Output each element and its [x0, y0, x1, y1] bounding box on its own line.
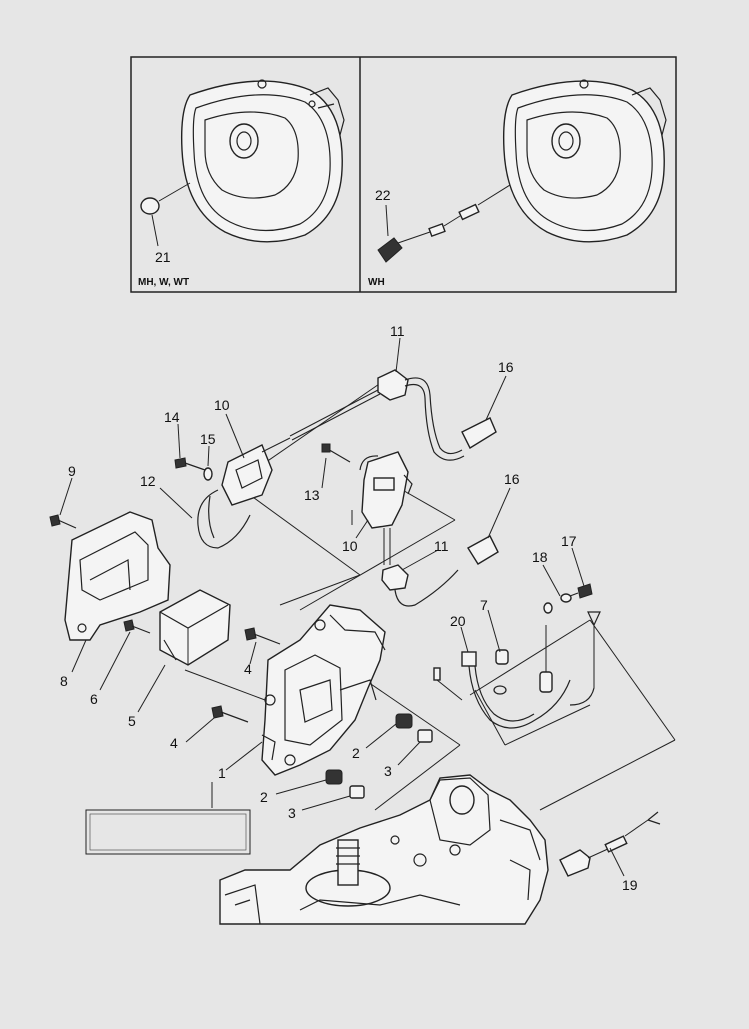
callout-16-lower: 16 [504, 471, 520, 487]
callout-1: 1 [218, 765, 226, 781]
part-11-cord-upper [289, 369, 497, 461]
callout-12: 12 [140, 473, 156, 489]
callout-6: 6 [90, 691, 98, 707]
part-7-wire-harness [433, 602, 601, 729]
part-6-bolt [123, 619, 151, 634]
part-5-rectifier [159, 589, 231, 666]
callout-8: 8 [60, 673, 68, 689]
callout-numbers: 11 16 10 14 15 9 12 13 10 11 16 17 18 7 … [60, 323, 638, 893]
callout-leaders [59, 337, 625, 877]
part-4-bolt-upper [244, 627, 281, 645]
callout-11-lower: 11 [434, 538, 449, 554]
callout-10-lower: 10 [342, 538, 358, 554]
inset-frame [130, 56, 677, 293]
main-exploded-view: 11 16 10 14 15 9 12 13 10 11 16 17 18 7 … [49, 323, 676, 925]
callout-19: 19 [622, 877, 638, 893]
callout-7: 7 [480, 597, 488, 613]
part-11-cord-lower [381, 535, 499, 607]
part-16-cap-upper [461, 417, 497, 449]
part-8-bracket [64, 511, 171, 641]
part-17-bolt [569, 583, 593, 599]
note-box-inner [89, 813, 247, 851]
part-16-cap-lower [467, 535, 499, 565]
part-14-bolt [174, 457, 213, 481]
part-21-plug [140, 197, 160, 215]
note-box [85, 809, 251, 855]
part-15-washer [203, 467, 213, 481]
part-20-connector [461, 651, 477, 667]
callout-5: 5 [128, 713, 136, 729]
callout-13: 13 [304, 487, 320, 503]
callout-11-upper: 11 [390, 323, 405, 339]
callout-17: 17 [561, 533, 577, 549]
part-2-grommet-upper [395, 713, 413, 729]
part-18-washer [560, 593, 572, 603]
part-1-cdi-unit [261, 604, 386, 776]
part-10-ignition-coil-upper [197, 437, 291, 549]
callout-10-upper: 10 [214, 397, 230, 413]
callout-20: 20 [450, 613, 466, 629]
callout-2-lower: 2 [260, 789, 268, 805]
part-22-sensor [377, 184, 511, 263]
inset-right-cover: 22 WH [368, 79, 667, 288]
callout-9: 9 [68, 463, 76, 479]
part-3-collar-upper [417, 729, 433, 743]
part-9-bolt [49, 514, 77, 529]
callout-4-lower: 4 [170, 735, 178, 751]
inset-panels: 21 MH, W, WT 22 WH [130, 56, 677, 293]
inset-left-cover: 21 MH, W, WT [138, 79, 345, 288]
callout-2-upper: 2 [352, 745, 360, 761]
callout-3-upper: 3 [384, 763, 392, 779]
part-3-collar-lower [349, 785, 365, 799]
callout-21: 21 [155, 249, 171, 265]
part-2-grommet-lower [325, 769, 343, 785]
part-4-bolt-lower [211, 705, 249, 723]
callout-3-lower: 3 [288, 805, 296, 821]
callout-22: 22 [375, 187, 391, 203]
callout-4-upper: 4 [244, 661, 252, 677]
inset-left-caption: MH, W, WT [138, 277, 189, 288]
callout-16-upper: 16 [498, 359, 514, 375]
engine-crankcase [219, 774, 549, 925]
callout-15: 15 [200, 431, 216, 447]
part-10-ignition-coil-lower [321, 443, 413, 565]
inset-right-caption: WH [368, 277, 385, 288]
part-19-switch [559, 811, 661, 877]
callout-14: 14 [164, 409, 180, 425]
callout-18: 18 [532, 549, 548, 565]
